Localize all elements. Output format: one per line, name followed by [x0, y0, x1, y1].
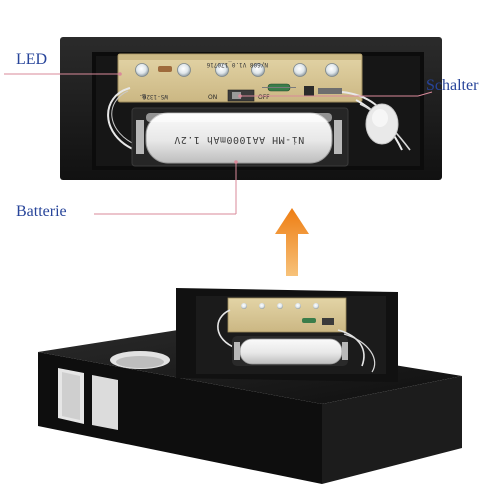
pcb-switch-off: OFF: [258, 94, 270, 101]
module-battery: [239, 338, 343, 365]
led-4: [251, 63, 265, 77]
top-housing-view: N/608 V1.0_170716 ON OFF WS-1326 B-: [60, 37, 442, 180]
bottom-lamp-view: [38, 288, 462, 484]
label-led: LED: [16, 51, 48, 68]
battery-clip-left: [136, 120, 144, 154]
connector-pins: [318, 88, 342, 94]
led-row: [135, 63, 339, 77]
led-1: [135, 63, 149, 77]
callouts: [4, 72, 433, 215]
led-6: [325, 63, 339, 77]
chip: [304, 86, 314, 96]
battery-label: Ni-MH AA1000mAh 1.2V: [174, 134, 304, 145]
lamp-opening-right: [92, 375, 118, 430]
label-switch: Schalter: [426, 77, 479, 94]
lamp-base-right-face: [322, 376, 462, 484]
pcb-minus: B-: [140, 92, 146, 99]
wire-left: [107, 87, 136, 151]
resistor: [158, 66, 172, 72]
led-5: [293, 63, 307, 77]
battery-clip-right: [334, 120, 342, 154]
led-2: [177, 63, 191, 77]
led-pcb: N/608 V1.0_170716 ON OFF WS-1326 B-: [117, 53, 363, 103]
pcb-code-left: WS-1326: [142, 93, 168, 100]
pcb-code-top: N/608 V1.0_170716: [206, 61, 268, 68]
module-pcb: [227, 297, 347, 333]
pcb-switch-on: ON: [208, 94, 217, 101]
led-3: [215, 63, 229, 77]
up-arrow-icon: [275, 208, 309, 276]
label-battery: Batterie: [16, 203, 67, 220]
